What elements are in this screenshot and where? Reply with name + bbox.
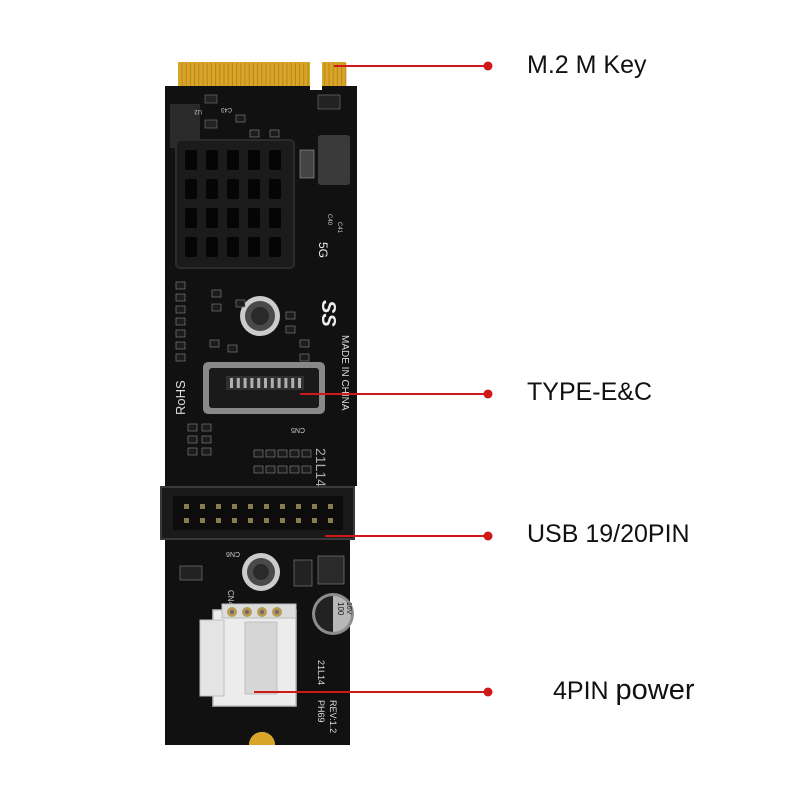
speed-5g: 5G xyxy=(316,242,330,258)
cn4-label: CN4 xyxy=(226,590,235,607)
type-e-connector xyxy=(203,362,325,414)
callout-type-e-c: TYPE-E&C xyxy=(527,378,653,406)
m2-key-notch xyxy=(310,60,322,90)
inductor xyxy=(318,135,350,185)
electrolytic-capacitor: 100 16V xyxy=(312,593,354,635)
rohs-mark: RoHS xyxy=(173,380,188,415)
callout-dot-usb xyxy=(483,531,493,541)
callout-lines xyxy=(254,61,493,697)
date-code: 21L14 xyxy=(313,448,329,487)
cn6-label: CN6 xyxy=(226,550,240,557)
callout-usb-header: USB 19/20PIN xyxy=(527,520,690,548)
callout-m2-key: M.2 M Key xyxy=(527,51,647,79)
callout-4pin-text: 4PIN xyxy=(553,677,609,705)
heatsink xyxy=(175,139,295,269)
c43-label: C43 xyxy=(220,106,232,112)
rev-label: REV:1.2 xyxy=(328,700,338,733)
callout-dot-m2 xyxy=(483,61,493,71)
c41-label: C41 xyxy=(336,222,342,234)
callout-4pin-power: 4PIN power xyxy=(553,674,695,707)
callout-dot-power xyxy=(483,687,493,697)
c40-label: C40 xyxy=(326,214,332,226)
usb-header xyxy=(160,486,355,540)
cap-value: 100 xyxy=(336,602,345,616)
four-pin-power-connector xyxy=(199,603,297,707)
u2-label: U2 xyxy=(194,108,202,114)
date-label: 21L14 xyxy=(316,660,326,685)
bottom-screw-notch xyxy=(249,732,275,745)
mounting-hole-lower xyxy=(242,553,280,591)
callout-dot-type-e xyxy=(483,389,493,399)
model-label: PH69 xyxy=(316,700,326,723)
cn5-label: CN5 xyxy=(291,426,305,433)
superspeed-logo: SS xyxy=(317,300,339,327)
cap-voltage: 16V xyxy=(345,602,352,615)
mounting-hole xyxy=(240,296,280,336)
callout-power-text: power xyxy=(615,674,695,706)
smd-components xyxy=(175,114,312,474)
made-in-label: MADE IN CHINA xyxy=(339,335,350,411)
